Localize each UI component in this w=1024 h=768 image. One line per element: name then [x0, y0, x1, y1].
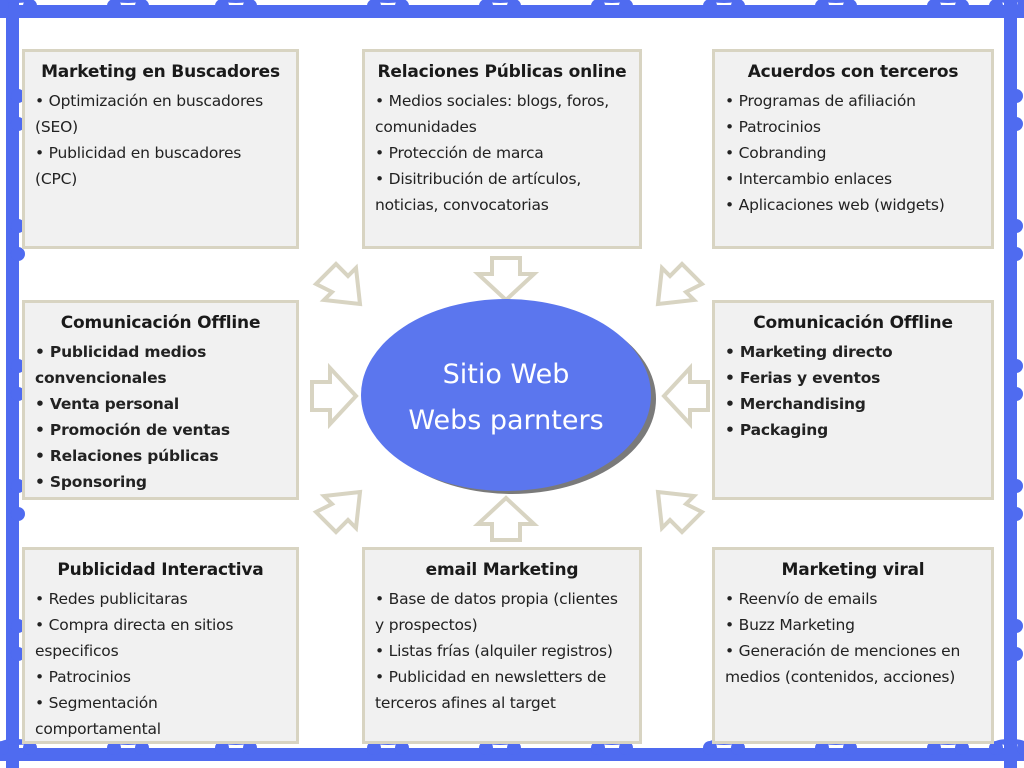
card-title: Comunicación Offline: [60, 313, 261, 333]
card-list-item: Disitribución de artículos, noticias, co…: [375, 166, 629, 218]
arrow-bottom-left: [312, 489, 363, 535]
card-item-list: Redes publicitaras Compra directa en sit…: [35, 586, 286, 742]
card-top-left: Marketing en Buscadores Optimización en …: [22, 49, 299, 249]
card-title: Relaciones Públicas online: [377, 62, 627, 82]
card-list-item: Packaging: [725, 417, 981, 443]
bone-decoration-icon: [1007, 619, 1023, 661]
card-list-item: Compra directa en sitios especificos: [35, 612, 286, 664]
bone-decoration-icon: [989, 739, 1024, 755]
arrow-top-center: [472, 256, 540, 303]
card-title: Publicidad Interactiva: [57, 560, 264, 580]
card-item-list: Optimización en buscadores (SEO)Publicid…: [35, 88, 286, 192]
card-mid-left: Comunicación Offline Publicidad medios c…: [22, 300, 299, 500]
bone-decoration-icon: [815, 0, 857, 13]
arrow-top-right: [655, 261, 706, 307]
bone-decoration-icon: [107, 0, 149, 13]
bone-decoration-icon: [479, 0, 521, 13]
card-title: Acuerdos con terceros: [747, 62, 959, 82]
card-list-item: Patrocinios: [35, 664, 286, 690]
card-item-list: Marketing directoFerias y eventosMerchan…: [725, 339, 981, 443]
bone-decoration-icon: [703, 0, 745, 13]
arrow-bottom-center: [472, 495, 540, 542]
card-bottom-right: Marketing viral Reenvío de emailsBuzz Ma…: [712, 547, 994, 744]
card-list-item: Sponsoring: [35, 469, 286, 495]
card-list-item: Relaciones públicas: [35, 443, 286, 469]
arrow-bottom-right: [655, 489, 706, 535]
bone-decoration-icon: [9, 359, 25, 401]
card-list-item: Generación de menciones en medios (conte…: [725, 638, 981, 690]
bone-decoration-icon: [215, 0, 257, 13]
bone-decoration-icon: [9, 89, 25, 131]
card-item-list: Publicidad medios convencionalesVenta pe…: [35, 339, 286, 495]
card-list-item: Listas frías (alquiler registros): [375, 638, 629, 664]
arrow-mid-left: [310, 362, 359, 430]
card-list-item: Redes publicitaras: [35, 586, 286, 612]
card-list-item: Segmentación comportamental: [35, 690, 286, 742]
hub-label: Sitio Web Webs parnters: [361, 352, 651, 444]
bone-decoration-icon: [1007, 89, 1023, 131]
bone-decoration-icon: [1007, 219, 1023, 261]
card-list-item: Merchandising: [725, 391, 981, 417]
card-list-item: Base de datos propia (clientes y prospec…: [375, 586, 629, 638]
card-list-item: Promoción de ventas: [35, 417, 286, 443]
card-list-item: Patrocinios: [725, 114, 981, 140]
card-bottom-center: email Marketing Base de datos propia (cl…: [362, 547, 642, 744]
card-list-item: Buzz Marketing: [725, 612, 981, 638]
card-title: Marketing viral: [781, 560, 925, 580]
card-item-list: Programas de afiliaciónPatrociniosCobran…: [725, 88, 981, 218]
bone-decoration-icon: [989, 0, 1024, 13]
bone-decoration-icon: [0, 0, 37, 13]
arrow-mid-right: [661, 362, 710, 430]
card-title: Marketing en Buscadores: [41, 62, 280, 82]
card-list-item: Medios sociales: blogs, foros, comunidad…: [375, 88, 629, 140]
card-list-item: Intercambio enlaces: [725, 166, 981, 192]
card-list-item: Venta personal: [35, 391, 286, 417]
card-mid-right: Comunicación Offline Marketing directoFe…: [712, 300, 994, 500]
card-list-item: Optimización en buscadores (SEO): [35, 88, 286, 140]
bone-decoration-icon: [927, 0, 969, 13]
card-top-right: Acuerdos con terceros Programas de afili…: [712, 49, 994, 249]
bone-decoration-icon: [1007, 479, 1023, 521]
card-list-item: Marketing directo: [725, 339, 981, 365]
card-title: Comunicación Offline: [753, 313, 953, 333]
card-list-item: Publicidad en buscadores (CPC): [35, 140, 286, 192]
card-list-item: Publicidad en newsletters de terceros af…: [375, 664, 629, 716]
card-top-center: Relaciones Públicas online Medios social…: [362, 49, 642, 249]
hub-ellipse: [361, 299, 651, 491]
bone-decoration-icon: [9, 479, 25, 521]
card-list-item: Programas de afiliación: [725, 88, 981, 114]
card-bottom-left: Publicidad Interactiva Redes publicitara…: [22, 547, 299, 744]
bone-decoration-icon: [1007, 359, 1023, 401]
bone-decoration-icon: [367, 0, 409, 13]
card-list-item: Reenvío de emails: [725, 586, 981, 612]
arrow-top-left: [312, 261, 363, 307]
bone-decoration-icon: [591, 0, 633, 13]
card-list-item: Cobranding: [725, 140, 981, 166]
bone-decoration-icon: [0, 739, 37, 755]
card-item-list: Base de datos propia (clientes y prospec…: [375, 586, 629, 716]
hub-line-2: Webs parnters: [408, 405, 604, 436]
card-list-item: Aplicaciones web (widgets): [725, 192, 981, 218]
card-item-list: Reenvío de emailsBuzz MarketingGeneració…: [725, 586, 981, 690]
card-list-item: Publicidad medios convencionales: [35, 339, 286, 391]
card-title: email Marketing: [425, 560, 579, 580]
card-list-item: Ferias y eventos: [725, 365, 981, 391]
card-list-item: Protección de marca: [375, 140, 629, 166]
hub-line-1: Sitio Web: [442, 359, 570, 390]
card-item-list: Medios sociales: blogs, foros, comunidad…: [375, 88, 629, 218]
bone-decoration-icon: [9, 619, 25, 661]
bone-decoration-icon: [9, 219, 25, 261]
